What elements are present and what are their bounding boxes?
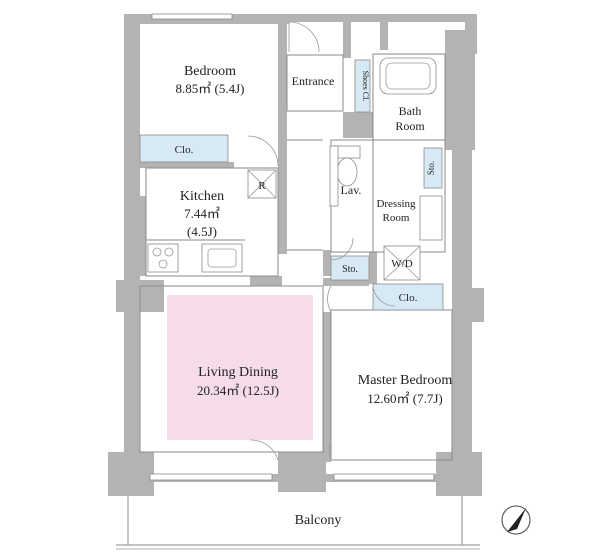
kitchen-name: Kitchen [180,189,224,204]
dressing-storage [423,147,443,189]
windows [149,13,435,481]
hall-storage-label: Sto. [342,264,358,275]
living-name: Living Dining [198,365,278,380]
living-dining-highlight [167,295,313,440]
bath-line2: Room [395,119,425,133]
doors [247,21,396,461]
walls [108,14,484,496]
bedroom-name: Bedroom [184,64,236,79]
washbasin-icon [419,195,443,241]
bath-line1: Bath [399,104,422,118]
master-name: Master Bedroom [358,373,453,388]
master-closet-label: Clo. [399,292,418,304]
bathtub-icon [379,57,437,95]
shoes-closet-label: Shoes Cl. [361,71,370,102]
shoes-closet [354,59,371,113]
bedroom-closet-label: Clo. [175,144,194,156]
dressing-line1: Dressing [376,198,416,210]
bedroom-area: 8.85㎡ (5.4J) [176,81,245,96]
hall-storage [330,255,370,281]
balcony [116,496,480,550]
toilet-icon [333,145,361,187]
balcony-name: Balcony [295,513,342,528]
fridge-icon [247,169,277,199]
kitchen-area: 7.44㎡ [184,206,220,221]
sink-icon [201,243,243,273]
north-arrow-icon [501,505,531,535]
dressing-storage-label: Sto. [426,161,436,175]
lav-counter [329,145,339,207]
fridge-label: R [258,180,266,192]
stove-icon [147,243,179,273]
interior-lines [139,53,453,461]
kitchen-tatami: (4.5J) [187,224,217,239]
washer-dryer-label: W/D [391,258,412,270]
lav-name: Lav. [341,183,362,197]
bedroom-closet [139,134,229,163]
dressing-line2: Room [383,212,410,224]
entrance-name: Entrance [292,74,335,88]
master-closet [372,283,444,311]
master-area: 12.60㎡ (7.7J) [367,391,442,406]
living-area: 20.34㎡ (12.5J) [197,383,279,398]
